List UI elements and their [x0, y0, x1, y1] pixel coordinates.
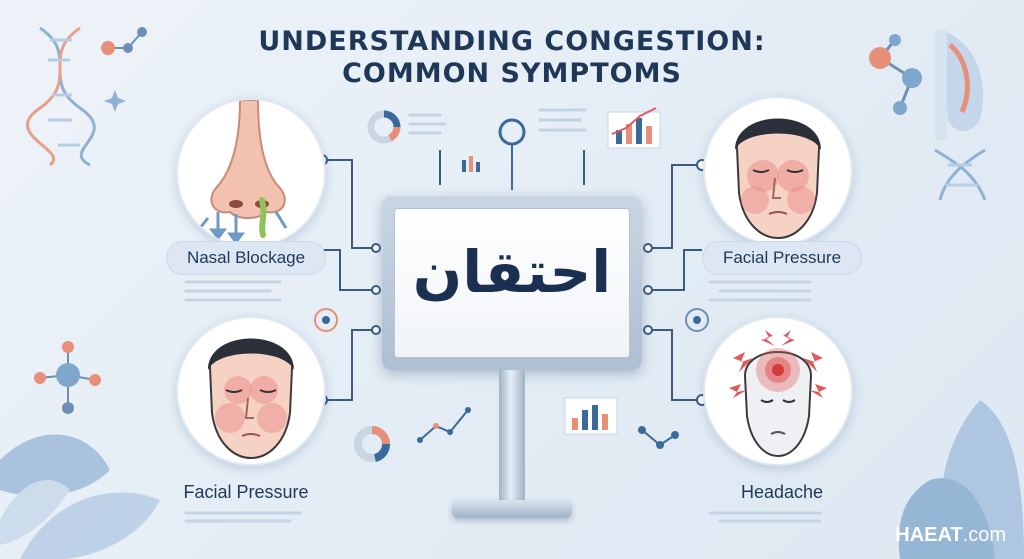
connector-lines [322, 150, 702, 401]
watermark-domain: .com [962, 524, 1006, 546]
facial-pressure-illustration [703, 96, 853, 246]
dna-helix-icon [25, 26, 96, 167]
text-line-decoration [184, 108, 822, 523]
target-icon [314, 308, 709, 332]
nasal-blockage-illustration [176, 98, 326, 248]
facial-pressure-illustration [176, 316, 326, 466]
signboard-panel: احتقان [394, 208, 630, 358]
nose-icon [198, 100, 288, 245]
donut-chart-icon [367, 110, 401, 144]
face-pressure-icon [735, 118, 821, 240]
center-signboard: احتقان [382, 196, 642, 370]
symptom-label-headache: Headache [740, 482, 824, 502]
sparkle-icon [104, 90, 126, 112]
molecule-icon [869, 34, 922, 115]
signboard-text: احتقان [412, 238, 612, 306]
page-subtitle: COMMON SYMPTOMS [342, 58, 682, 89]
molecule-icon [34, 341, 101, 414]
dna-helix-icon [934, 148, 987, 201]
bar-chart-icon [564, 397, 618, 435]
mini-bars-icon [462, 156, 480, 172]
face-pressure-icon [208, 338, 294, 460]
symptom-label-nasal-blockage: Nasal Blockage [166, 241, 326, 275]
brand-watermark: HAEAT.com [895, 524, 1006, 547]
symptom-label-facial-pressure-left: Facial Pressure [183, 482, 309, 502]
molecule-icon [638, 426, 679, 449]
headache-illustration [703, 316, 853, 466]
nasal-anatomy-icon [935, 30, 984, 140]
headache-icon [729, 330, 827, 458]
pin-marker-icon [498, 118, 526, 190]
signboard-base [452, 500, 572, 518]
molecule-icon [101, 27, 147, 55]
signboard-pole [499, 370, 525, 510]
leaf-decoration [898, 400, 1024, 559]
line-graph-icon [417, 407, 471, 443]
symptom-label-facial-pressure-right: Facial Pressure [702, 241, 862, 275]
bar-chart-icon [607, 107, 661, 149]
leaf-decoration [0, 434, 160, 559]
watermark-brand: HAEAT [895, 524, 963, 546]
page-title: UNDERSTANDING CONGESTION: [258, 26, 766, 57]
donut-chart-icon [354, 426, 390, 462]
